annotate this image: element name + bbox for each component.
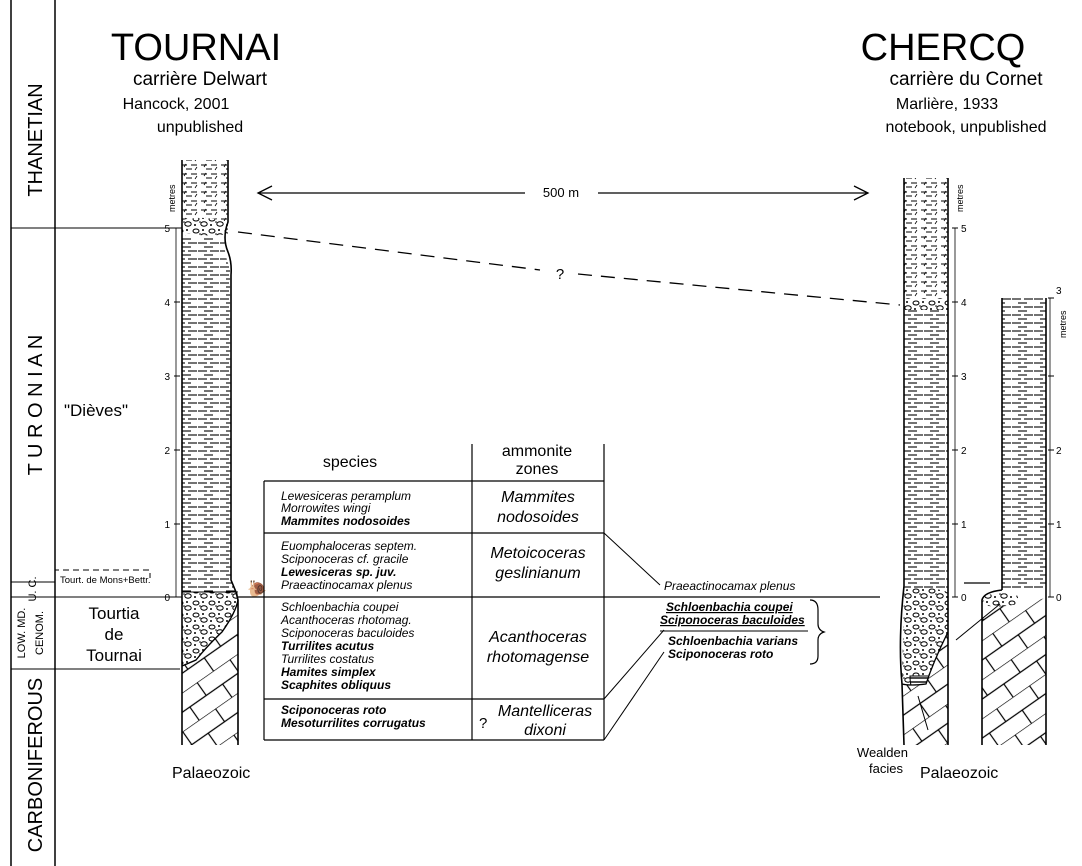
small-tick-2: 2: [1056, 446, 1062, 457]
tournai-note: unpublished: [157, 119, 243, 136]
small-tick-3: 3: [1056, 286, 1062, 297]
species-item: Mesoturrilites corrugatus: [281, 716, 426, 730]
chercq-base-label: Palaeozoic: [920, 765, 998, 782]
chercq-tick-0: 0: [961, 593, 967, 604]
chercq-tick-4: 4: [961, 298, 967, 309]
correlation-question: ?: [556, 266, 564, 283]
species-group-3: Schloenbachia coupei Acanthoceras rhotom…: [280, 600, 414, 692]
small-tick-0: 0: [1056, 593, 1062, 604]
chercq-tick-3: 3: [961, 372, 967, 383]
zone-4-line-2: dixoni: [524, 722, 566, 739]
tournai-tick-2: 2: [164, 446, 170, 457]
zone-1-line-1: Mammites: [501, 489, 575, 506]
tournai-scale: [174, 227, 180, 598]
stage-turonian: T U R O N I A N: [25, 335, 47, 476]
tournai-tick-4: 4: [164, 298, 170, 309]
tournai-tick-0: 0: [164, 593, 170, 604]
tournai-title: TOURNAI: [111, 27, 281, 69]
chercq-fossil-list: Schloenbachia coupei Sciponoceras baculo…: [660, 600, 805, 661]
zone-2-line-1: Metoicoceras: [490, 545, 585, 562]
chercq-section: [899, 178, 949, 746]
stage-low-md: LOW. MD.: [16, 608, 28, 659]
distance-label: 500 m: [543, 185, 579, 200]
wealden-pointer: [917, 695, 929, 731]
zone-2-line-2: geslinianum: [495, 565, 580, 582]
unit-tourtia-2: de: [105, 625, 124, 644]
small-scale-unit: metres: [1058, 310, 1068, 338]
table-header-zones-2: zones: [516, 461, 559, 478]
wealden-label-1: Wealden: [857, 745, 908, 760]
unit-tourtia-3: Tournai: [86, 646, 142, 665]
stage-upper-cenomanian: U. C.: [27, 576, 39, 601]
ammonite-table: [263, 444, 605, 741]
unit-tourtia-1: Tourtia: [88, 604, 140, 623]
small-col-pointer: [955, 603, 1001, 641]
chercq-scale: [952, 227, 958, 598]
chercq-tick-2: 2: [961, 446, 967, 457]
zone-1-line-2: nodosoides: [497, 509, 579, 526]
table-header-zones-1: ammonite: [502, 443, 572, 460]
species-item: Sciponoceras roto: [281, 703, 386, 717]
stage-thanetian: THANETIAN: [25, 83, 47, 196]
species-item: Sciponoceras roto: [668, 647, 773, 661]
chercq-small-scale: [1048, 297, 1054, 598]
chercq-tick-5: 5: [961, 224, 967, 235]
species-item: Sciponoceras cf. gracile: [281, 552, 409, 566]
species-item: Schloenbachia varians: [668, 634, 798, 648]
unit-tourt-mons: Tourt. de Mons+Bettr.: [60, 575, 151, 586]
species-item: Mammites nodosoides: [281, 514, 411, 528]
species-item: Lewesiceras sp. juv.: [281, 565, 396, 579]
chercq-plenus: Praeactinocamax plenus: [664, 579, 795, 593]
species-item: Hamites simplex: [281, 665, 377, 679]
zone-4-line-1: Mantelliceras: [498, 703, 592, 720]
zone-3-line-2: rhotomagense: [487, 649, 589, 666]
tournai-scale-unit: metres: [167, 184, 177, 212]
tournai-tick-5: 5: [164, 224, 170, 235]
tournai-tick-3: 3: [164, 372, 170, 383]
tournai-tick-1: 1: [164, 520, 170, 531]
species-item: Morrowites wingi: [281, 501, 371, 515]
species-group-1: Lewesiceras peramplum Morrowites wingi M…: [281, 489, 411, 528]
tournai-section: [181, 160, 239, 745]
stage-cenom: CENOM.: [34, 611, 46, 655]
table-header-species: species: [323, 454, 377, 471]
species-item: Euomphaloceras septem.: [281, 539, 417, 553]
tournai-ref: Hancock, 2001: [123, 96, 230, 113]
wealden-label-2: facies: [869, 761, 903, 776]
zone-4-question: ?: [479, 715, 487, 732]
correlation-line-5m: [237, 231, 901, 306]
zone-connectors: [603, 532, 665, 741]
species-item: Schloenbachia coupei: [281, 600, 399, 614]
unit-dieves: "Dièves": [64, 401, 128, 420]
species-item: Acanthoceras rhotomag.: [280, 613, 412, 627]
chercq-small-section: [981, 298, 1047, 745]
ammonite-icon: 🐌: [247, 580, 267, 598]
species-group-2: Euomphaloceras septem. Sciponoceras cf. …: [281, 539, 417, 592]
fossil-bracket: [809, 599, 826, 665]
distance-arrow: [256, 185, 870, 201]
chercq-ref: Marlière, 1933: [896, 96, 998, 113]
species-item: Lewesiceras peramplum: [281, 489, 411, 503]
tournai-site: carrière Delwart: [133, 69, 268, 90]
stage-column: [10, 0, 218, 866]
species-item: Schloenbachia coupei: [666, 600, 793, 614]
tournai-base-label: Palaeozoic: [172, 765, 250, 782]
species-item: Turrilites acutus: [281, 639, 374, 653]
species-group-4: Sciponoceras roto Mesoturrilites corruga…: [281, 703, 426, 730]
species-item: Turrilites costatus: [281, 652, 374, 666]
chercq-scale-unit: metres: [955, 184, 965, 212]
stage-carboniferous: CARBONIFEROUS: [25, 678, 47, 852]
chercq-site: carrière du Cornet: [889, 69, 1043, 90]
species-item: Scaphites obliquus: [281, 678, 391, 692]
small-tick-1: 1: [1056, 520, 1062, 531]
species-item: Praeactinocamax plenus: [281, 578, 412, 592]
zone-3-line-1: Acanthoceras: [488, 629, 587, 646]
chercq-tick-1: 1: [961, 520, 967, 531]
chercq-note: notebook, unpublished: [885, 119, 1046, 136]
chercq-title: CHERCQ: [861, 27, 1026, 69]
species-item: Sciponoceras baculoides: [281, 626, 414, 640]
species-item: Sciponoceras baculoides: [660, 613, 805, 627]
